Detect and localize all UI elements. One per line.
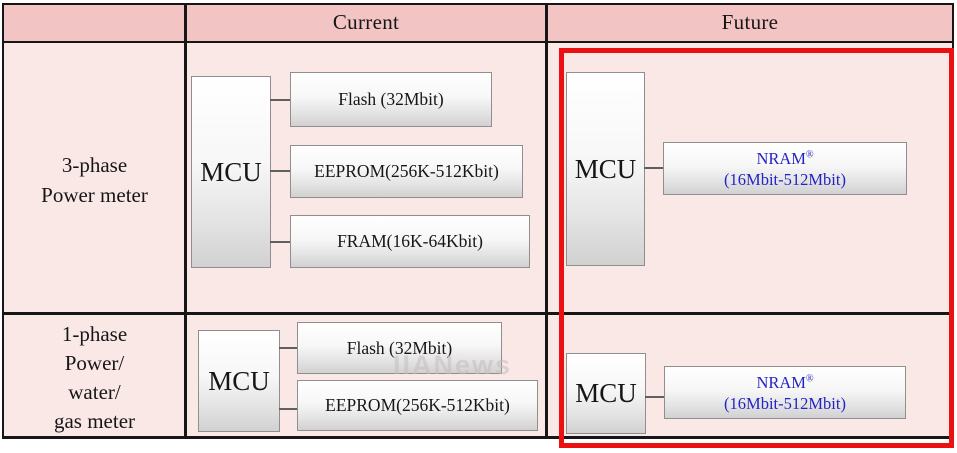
table-border-left bbox=[2, 3, 4, 439]
header-divider-line bbox=[2, 41, 954, 43]
mcu-block: MCU bbox=[191, 76, 271, 268]
eeprom-memory-block: EEPROM(256K-512Kbit) bbox=[290, 145, 523, 198]
registered-trademark-symbol: ® bbox=[805, 149, 814, 160]
connector-line bbox=[279, 347, 298, 349]
watermark-text: IIANews bbox=[393, 350, 513, 380]
row-label-line: 3-phase bbox=[61, 153, 128, 177]
fram-memory-block: FRAM(16K-64Kbit) bbox=[290, 215, 530, 268]
connector-line bbox=[644, 167, 664, 169]
registered-trademark-symbol: ® bbox=[805, 373, 814, 384]
row-divider-line bbox=[2, 312, 954, 315]
row-label-3-phase-power-meter: 3-phase Power meter bbox=[4, 150, 185, 210]
table-border-top bbox=[2, 3, 954, 5]
nram-name: NRAM® bbox=[756, 372, 814, 392]
nram-name: NRAM® bbox=[756, 148, 814, 168]
mcu-block: MCU bbox=[198, 330, 280, 432]
column-divider-labels-current bbox=[184, 3, 187, 439]
connector-line bbox=[270, 170, 291, 172]
row-label-line: 1-phase bbox=[61, 322, 128, 346]
table-border-bottom bbox=[2, 436, 954, 439]
connector-line bbox=[270, 99, 291, 101]
row-label-line: Power/ bbox=[64, 351, 125, 375]
nram-capacity-range: (16Mbit-512Mbit) bbox=[724, 169, 846, 189]
table-header-band bbox=[2, 3, 954, 43]
column-header-future: Future bbox=[721, 10, 779, 34]
eeprom-memory-block: EEPROM(256K-512Kbit) bbox=[297, 380, 538, 431]
column-divider-current-future bbox=[545, 3, 548, 439]
future-column-highlight-box bbox=[559, 48, 954, 448]
connector-line bbox=[645, 396, 665, 398]
flash-memory-block: Flash (32Mbit) bbox=[290, 72, 492, 127]
row-label-1-phase-power-water-gas-meter: 1-phase Power/ water/ gas meter bbox=[4, 320, 185, 436]
row-label-line: gas meter bbox=[53, 409, 136, 433]
nram-capacity-range: (16Mbit-512Mbit) bbox=[724, 393, 846, 413]
connector-line bbox=[270, 241, 291, 243]
nram-memory-block: NRAM® (16Mbit-512Mbit) bbox=[664, 366, 906, 419]
mcu-block: MCU bbox=[566, 72, 645, 266]
connector-line bbox=[279, 408, 298, 410]
row-label-line: Power meter bbox=[41, 183, 148, 207]
nram-memory-block: NRAM® (16Mbit-512Mbit) bbox=[663, 142, 907, 195]
mcu-block: MCU bbox=[566, 353, 646, 434]
column-header-current: Current bbox=[332, 10, 400, 34]
flash-memory-block: Flash (32Mbit) bbox=[297, 322, 502, 374]
row-label-line: water/ bbox=[68, 380, 121, 404]
